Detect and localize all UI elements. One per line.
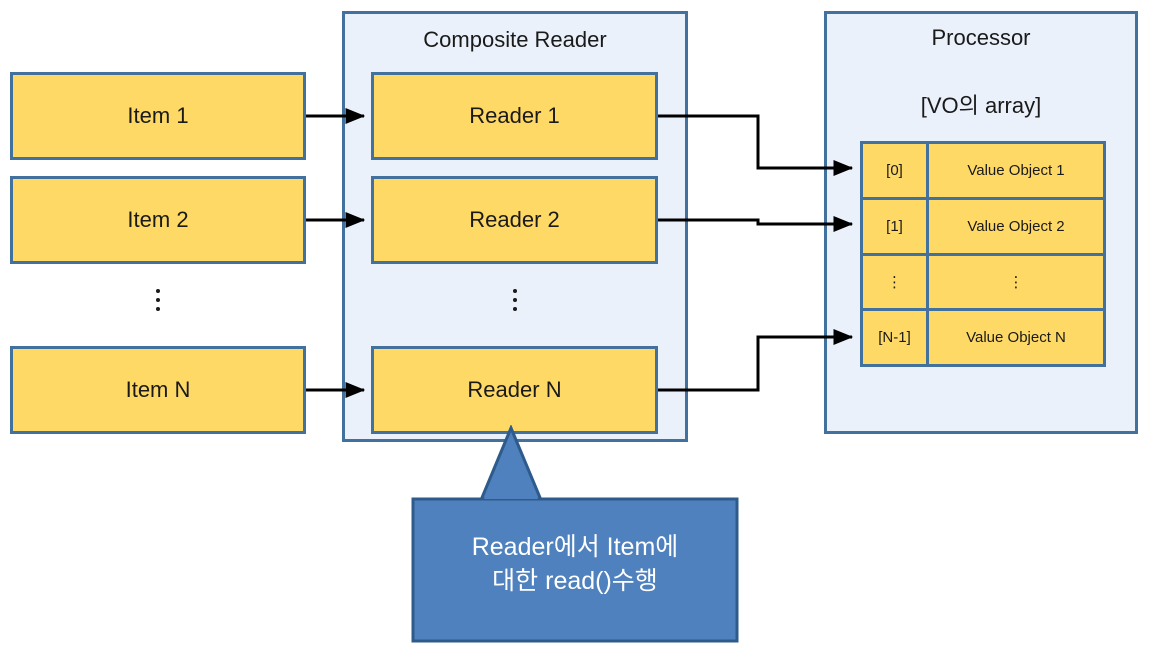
item-box-1-label: Item 1 [127, 103, 189, 128]
item-box-2-label: Item 2 [127, 207, 189, 232]
table-row: [1] Value Object 2 [863, 199, 1103, 256]
item-box-1: Item 1 [10, 72, 306, 160]
vo-value-cell: Value Object N [966, 329, 1066, 347]
table-row: [N-1] Value Object N [863, 311, 1103, 364]
vo-index-cell: [0] [863, 144, 929, 197]
vo-array-table: [0] Value Object 1 [1] Value Object 2 ⋮ … [860, 141, 1106, 367]
callout-body-rect [411, 497, 739, 643]
vo-value-cell: Value Object 1 [967, 161, 1065, 179]
vo-index-cell: [N-1] [863, 311, 929, 364]
processor-title: Processor [931, 25, 1031, 50]
table-row: [0] Value Object 1 [863, 144, 1103, 200]
item-box-n: Item N [10, 346, 306, 434]
callout-label: Reader에서 Item에 대한 read()수행 [471, 533, 679, 595]
reader-box-2: Reader 2 [371, 176, 658, 264]
items-ellipsis-icon [138, 280, 178, 320]
readers-ellipsis-icon [495, 280, 535, 320]
reader-box-n-label: Reader N [467, 377, 562, 402]
reader-box-1-label: Reader 1 [469, 103, 560, 128]
vo-index-ellipsis-icon: ⋮ [863, 255, 929, 309]
item-box-n-label: Item N [125, 377, 191, 402]
item-box-2: Item 2 [10, 176, 306, 264]
reader-box-2-label: Reader 2 [469, 207, 560, 232]
callout-shape [411, 425, 739, 643]
vo-value-ellipsis-icon: ⋮ [1008, 273, 1024, 291]
vo-value-cell: Value Object 2 [967, 217, 1065, 235]
vo-index-cell: [1] [863, 199, 929, 253]
reader-box-1: Reader 1 [371, 72, 658, 160]
processor-subtitle: [VO의 array] [920, 93, 1042, 118]
reader-box-n: Reader N [371, 346, 658, 434]
table-row: ⋮ ⋮ [863, 255, 1103, 312]
composite-reader-title: Composite Reader [423, 27, 607, 52]
